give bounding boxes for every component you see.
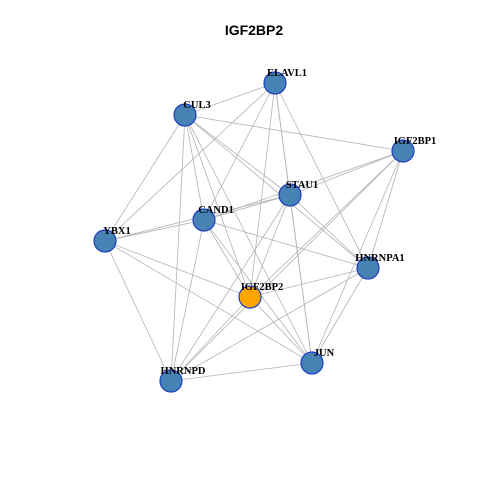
node-label-elavl1: ELAVL1	[267, 68, 307, 79]
node-label-ybx1: YBX1	[103, 226, 130, 237]
edge-cul3-hnrnpd	[170, 114, 186, 382]
edge-cul3-ybx1	[104, 114, 186, 242]
node-label-igf2bp1: IGF2BP1	[394, 136, 437, 147]
edge-igf2bp2-hnrnpd	[170, 296, 251, 382]
edge-igf2bp1-stau1	[289, 150, 404, 196]
graph-title: IGF2BP2	[225, 22, 284, 38]
edge-stau1-jun	[289, 194, 313, 364]
edge-elavl1-igf2bp2	[249, 82, 276, 298]
node-stau1	[278, 183, 302, 207]
node-label-cul3: CUL3	[183, 100, 210, 111]
edge-cand1-igf2bp2	[203, 219, 251, 298]
node-label-jun: JUN	[314, 348, 335, 359]
edge-igf2bp1-jun	[311, 150, 404, 364]
edge-elavl1-hnrnpa1	[274, 82, 369, 269]
edge-cand1-ybx1	[104, 219, 205, 242]
edge-layer	[104, 82, 404, 382]
node-hnrnpd	[159, 369, 183, 393]
edge-cand1-hnrnpa1	[203, 219, 369, 269]
edge-igf2bp2-jun	[249, 296, 313, 364]
node-cul3	[173, 103, 197, 127]
edge-igf2bp1-igf2bp2	[249, 150, 404, 298]
edge-cul3-hnrnpa1	[184, 114, 369, 269]
edge-stau1-hnrnpa1	[289, 194, 369, 269]
edge-cul3-stau1	[184, 114, 291, 196]
edge-cul3-jun	[184, 114, 313, 364]
edge-hnrnpa1-igf2bp2	[249, 267, 369, 298]
edge-elavl1-cand1	[203, 82, 276, 221]
node-elavl1	[263, 71, 287, 95]
edge-igf2bp1-hnrnpa1	[367, 150, 404, 269]
edge-ybx1-hnrnpd	[104, 240, 172, 382]
node-igf2bp1	[391, 139, 415, 163]
node-label-stau1: STAU1	[286, 180, 318, 191]
node-ybx1	[93, 229, 117, 253]
edge-cul3-igf2bp1	[184, 114, 404, 152]
edge-elavl1-cul3	[184, 82, 276, 116]
node-label-hnrnpa1: HNRNPA1	[355, 253, 404, 264]
edge-ybx1-jun	[104, 240, 313, 364]
node-cand1	[192, 208, 216, 232]
node-layer	[93, 71, 415, 393]
edge-elavl1-ybx1	[104, 82, 276, 242]
label-layer: ELAVL1CUL3IGF2BP1STAU1CAND1YBX1HNRNPA1IG…	[103, 68, 436, 377]
edge-stau1-hnrnpd	[170, 194, 291, 382]
edge-hnrnpa1-jun	[311, 267, 369, 364]
edge-stau1-igf2bp2	[249, 194, 291, 298]
node-label-igf2bp2: IGF2BP2	[241, 282, 284, 293]
edge-cand1-hnrnpd	[170, 219, 205, 382]
node-jun	[300, 351, 324, 375]
node-hnrnpa1	[356, 256, 380, 280]
edge-ybx1-igf2bp2	[104, 240, 251, 298]
node-igf2bp2	[238, 285, 262, 309]
node-label-cand1: CAND1	[198, 205, 234, 216]
edge-stau1-cand1	[203, 194, 291, 221]
node-label-hnrnpd: HNRNPD	[161, 366, 206, 377]
edge-hnrnpa1-hnrnpd	[170, 267, 369, 382]
edge-cul3-cand1	[184, 114, 205, 221]
edge-igf2bp1-hnrnpd	[170, 150, 404, 382]
edge-jun-hnrnpd	[170, 362, 313, 382]
